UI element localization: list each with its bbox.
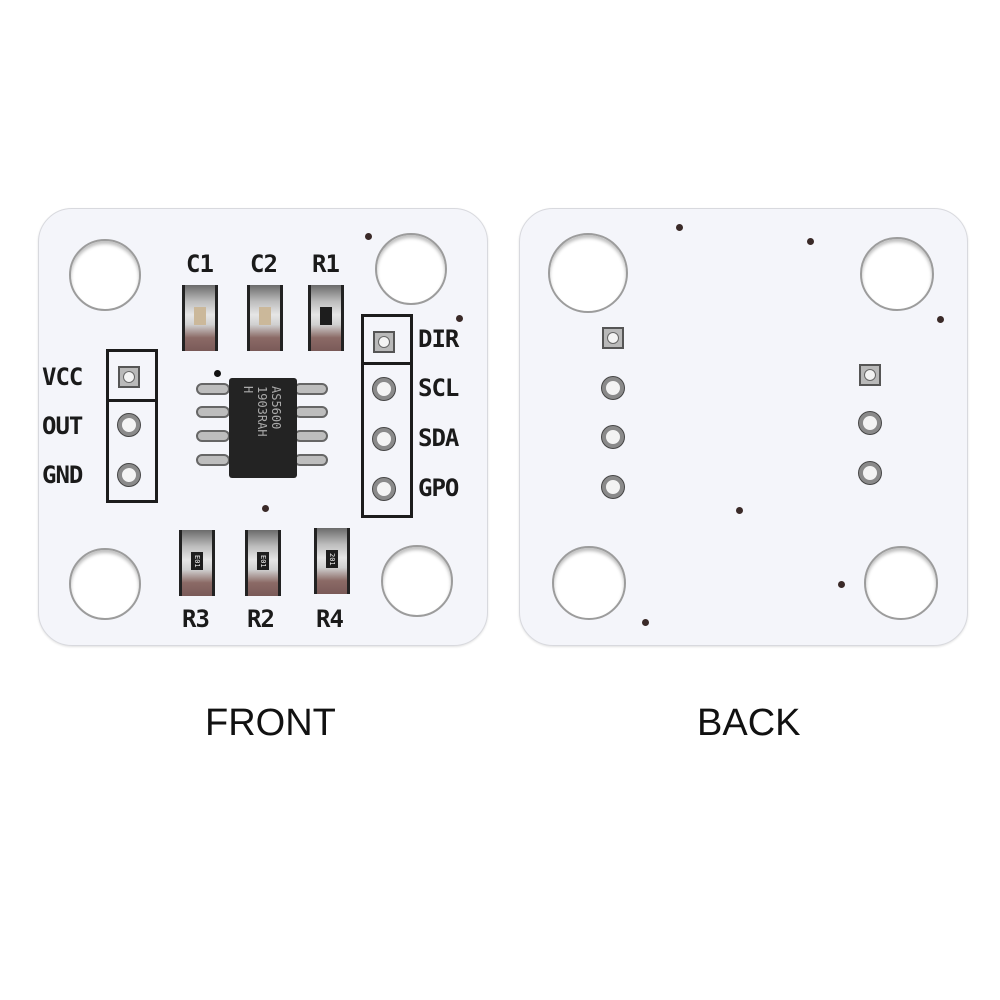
mounting-hole <box>69 239 141 311</box>
mounting-hole <box>552 546 626 620</box>
pin-label-gpo: GPO <box>418 474 459 502</box>
back-caption: BACK <box>697 702 801 744</box>
pin-label-scl: SCL <box>418 374 459 402</box>
mounting-hole <box>864 546 938 620</box>
label-c2: C2 <box>250 250 278 278</box>
right-header-outline <box>361 314 413 518</box>
as5600-chip: AS5600 1903RAH H <box>229 378 297 478</box>
back-pad <box>602 476 624 498</box>
back-pad <box>859 412 881 434</box>
label-r1: R1 <box>312 250 340 278</box>
back-pad <box>602 377 624 399</box>
pad-gnd <box>118 464 140 486</box>
label-r2: R2 <box>247 605 275 633</box>
pad-scl <box>373 378 395 400</box>
pad-dir <box>373 331 395 353</box>
pin-label-sda: SDA <box>418 424 459 452</box>
mounting-hole <box>860 237 934 311</box>
pin-label-vcc: VCC <box>42 363 83 391</box>
left-header-outline <box>106 349 158 503</box>
pin-label-out: OUT <box>42 412 83 440</box>
back-pad <box>859 364 881 386</box>
pad-sda <box>373 428 395 450</box>
capacitor-c1 <box>182 285 218 351</box>
pin-label-gnd: GND <box>42 461 83 489</box>
mounting-hole <box>548 233 628 313</box>
mounting-hole <box>375 233 447 305</box>
front-caption: FRONT <box>205 702 336 744</box>
pad-out <box>118 414 140 436</box>
back-pad <box>602 327 624 349</box>
pad-vcc <box>118 366 140 388</box>
pad-gpo <box>373 478 395 500</box>
resistor-r2: E01 <box>245 530 281 596</box>
resistor-r3: E01 <box>179 530 215 596</box>
mounting-hole <box>381 545 453 617</box>
back-pad <box>602 426 624 448</box>
label-r3: R3 <box>182 605 210 633</box>
pin-label-dir: DIR <box>418 325 459 353</box>
resistor-r1 <box>308 285 344 351</box>
capacitor-c2 <box>247 285 283 351</box>
label-c1: C1 <box>186 250 214 278</box>
chip-marking: AS5600 1903RAH H <box>241 386 283 437</box>
resistor-r4: 201 <box>314 528 350 594</box>
pin1-dot <box>214 370 221 377</box>
back-pad <box>859 462 881 484</box>
label-r4: R4 <box>316 605 344 633</box>
mounting-hole <box>69 548 141 620</box>
